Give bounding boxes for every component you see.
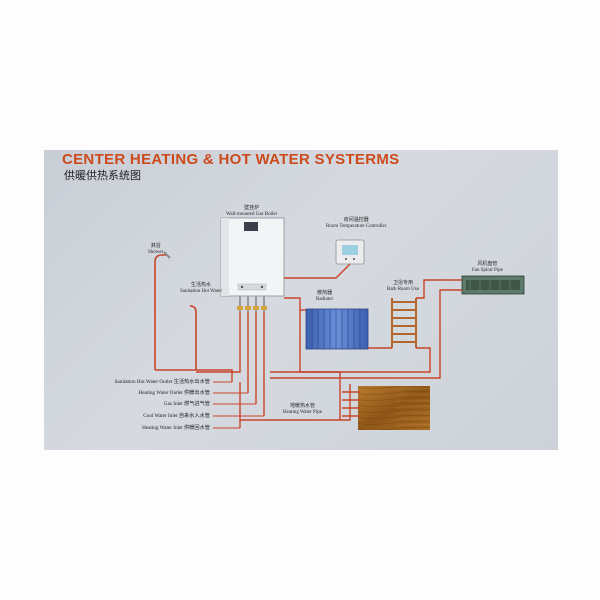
towel-rail <box>391 298 417 348</box>
radiator <box>305 308 369 350</box>
shower-label-en: Shower <box>148 250 164 255</box>
floor-heating-label-cn: 地暖热水管 <box>289 404 315 409</box>
pipe-network <box>155 263 462 428</box>
bath-label: 卫浴专用 Bath Room Use <box>387 281 419 293</box>
radiator-label-cn: 散热器 <box>317 291 333 296</box>
legend-1-en: Heating Water Outlet <box>138 390 183 396</box>
legend-2-en: Gas Inlet <box>163 401 183 407</box>
shower-label: 淋浴 Shower <box>148 244 163 256</box>
sanitation-tap <box>189 305 197 370</box>
legend-heating-outlet: Heating Water Outlet 供暖出水管 <box>80 389 210 396</box>
radiator-label: 散热器 Radiator <box>316 291 333 303</box>
shower-head <box>154 251 171 370</box>
gas-boiler <box>220 217 285 297</box>
thermostat-label-en: Room Temperature Controller <box>326 224 387 229</box>
legend-4-en: Heating Water Inlet <box>142 425 183 431</box>
boiler-label-en: Wall-mounted Gas Boiler <box>226 212 278 217</box>
floor-heating-label-en: Heating Water Pipe <box>283 410 322 415</box>
fan-coil-label-cn: 风机盘管 <box>477 262 498 267</box>
fan-coil-label-en: Fan Spiral Pipe <box>472 268 503 273</box>
legend-heating-inlet: Heating Water Inlet 供暖回水管 <box>80 424 210 431</box>
boiler-label-cn: 壁挂炉 <box>244 206 260 211</box>
sanitation-label-cn: 生活热水 <box>190 283 211 288</box>
radiator-label-en: Radiator <box>316 297 334 302</box>
sanitation-label: 生活热水 Sanitation Hot Water <box>180 283 222 295</box>
thermostat-label: 房间温控器 Room Temperature Controller <box>326 218 386 230</box>
diagram-sheet <box>44 150 558 450</box>
legend-leaders <box>213 381 264 429</box>
legend-1-cn: 供暖出水管 <box>184 390 210 396</box>
legend-0-en: Sanitation Hot Water Outlet <box>114 379 173 385</box>
legend-3-en: Cool Water Inlet <box>143 413 178 419</box>
legend-3-cn: 自来水入水管 <box>178 413 210 419</box>
legend-cool-water-inlet: Cool Water Inlet 自来水入水管 <box>80 412 210 419</box>
thermostat-label-cn: 房间温控器 <box>343 218 369 223</box>
floor-heating-label: 地暖热水管 Heating Water Pipe <box>283 404 322 416</box>
legend-0-cn: 生活热水出水管 <box>173 379 210 385</box>
fan-coil-unit <box>461 275 525 295</box>
room-thermostat <box>335 239 365 265</box>
bath-label-en: Bath Room Use <box>387 287 419 292</box>
diagram-title: CENTER HEATING & HOT WATER SYSTERMS <box>62 151 400 168</box>
sanitation-label-en: Sanitation Hot Water <box>180 289 222 294</box>
legend-gas-inlet: Gas Inlet 燃气进气管 <box>80 400 210 407</box>
shower-label-cn: 淋浴 <box>150 244 161 249</box>
diagram-title-chinese: 供暖供热系统图 <box>64 169 141 182</box>
fan-coil-label: 风机盘管 Fan Spiral Pipe <box>472 262 503 274</box>
bath-label-cn: 卫浴专用 <box>392 281 413 286</box>
legend-sanitation-outlet: Sanitation Hot Water Outlet 生活热水出水管 <box>80 378 210 385</box>
wooden-floor <box>358 386 430 430</box>
boiler-label: 壁挂炉 Wall-mounted Gas Boiler <box>226 206 277 218</box>
boiler-valves <box>237 296 267 312</box>
legend-4-cn: 供暖回水管 <box>184 425 210 431</box>
legend-2-cn: 燃气进气管 <box>184 401 210 407</box>
